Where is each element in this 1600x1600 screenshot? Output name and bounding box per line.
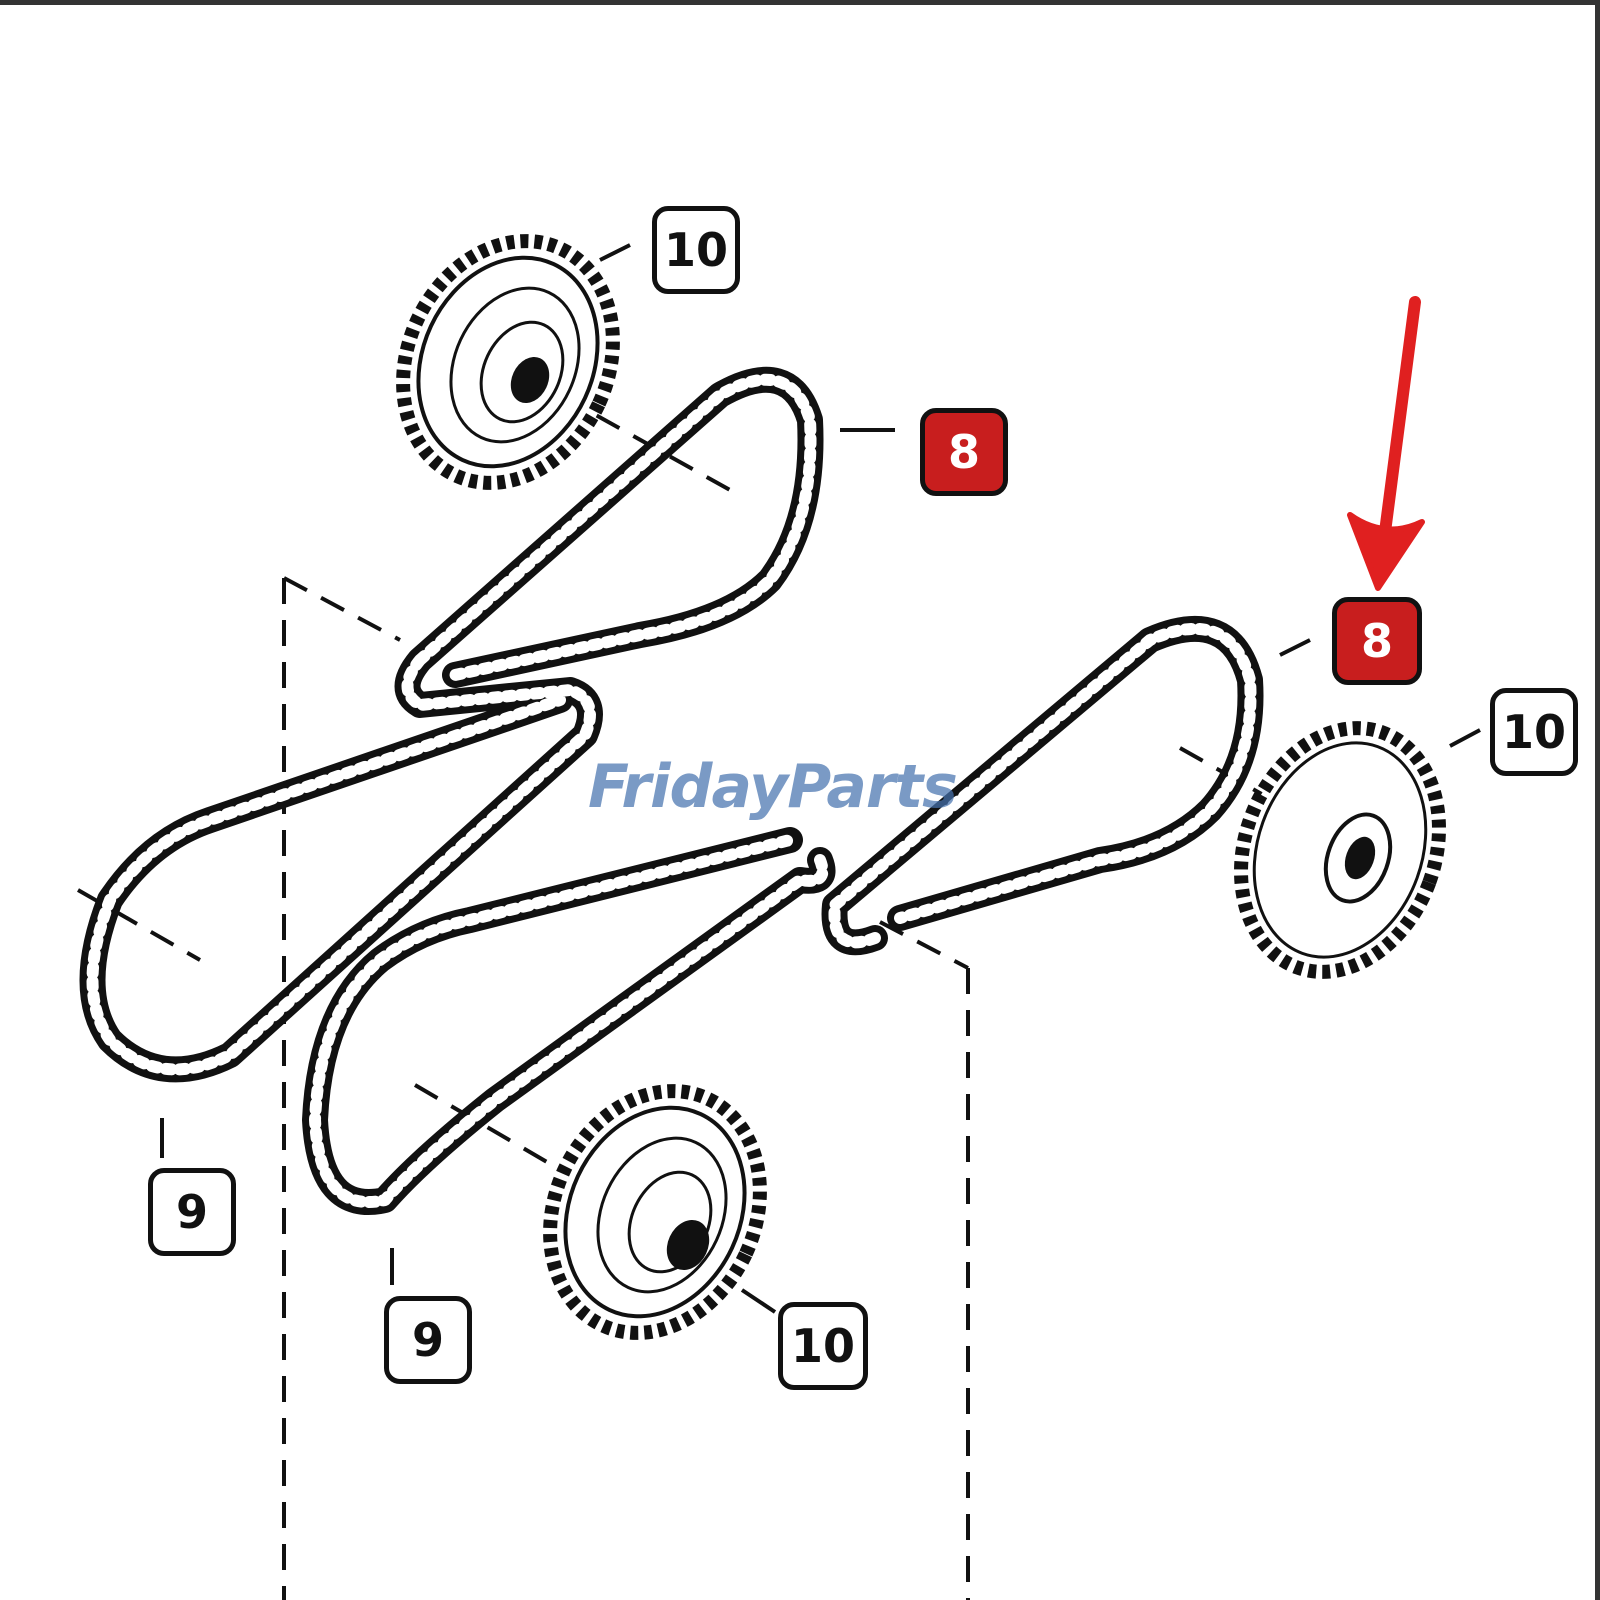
sprocket-bottom (543, 1084, 777, 1340)
axis-line-left-top (283, 576, 401, 642)
callout-10-bottom[interactable]: 10 (778, 1302, 868, 1390)
watermark-logo: FridayParts (588, 752, 958, 822)
alignment-lines (77, 393, 1291, 1600)
callout-9-left[interactable]: 9 (148, 1168, 236, 1256)
red-arrow-icon (1347, 296, 1425, 591)
leader-lines (160, 428, 1311, 1285)
callout-9-mid[interactable]: 9 (384, 1296, 472, 1384)
leader-c8-right (1279, 638, 1311, 657)
callout-8-right[interactable]: 8 (1332, 597, 1422, 685)
sprocket-top (396, 234, 631, 490)
frame-border-right (1595, 0, 1600, 1600)
chains (79, 366, 1264, 1215)
callout-10-top[interactable]: 10 (652, 206, 740, 294)
callout-8-top[interactable]: 8 (920, 408, 1008, 496)
axis-line-top-sprocket (559, 393, 731, 492)
frame-border-top (0, 0, 1600, 5)
callout-10-right[interactable]: 10 (1490, 688, 1578, 776)
sprocket-right (1234, 721, 1481, 979)
